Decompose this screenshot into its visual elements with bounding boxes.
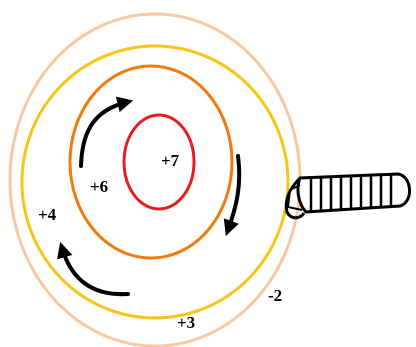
label-outside: -2: [268, 286, 282, 305]
bolt-icon: [284, 172, 411, 220]
label-yellow-ring: +4: [38, 205, 57, 224]
yellow-ring: [20, 44, 290, 320]
rotation-arrow-icon: [57, 241, 130, 297]
label-outer-ring: +3: [177, 313, 195, 332]
label-orange-ring: +6: [90, 177, 108, 196]
red-ring: [122, 113, 196, 211]
outer-ring: [8, 12, 302, 347]
orange-ring: [68, 64, 234, 260]
rotation-arrow-icon: [79, 96, 134, 168]
label-red-ring: +7: [161, 151, 180, 170]
rotation-arrow-icon: [223, 154, 242, 237]
